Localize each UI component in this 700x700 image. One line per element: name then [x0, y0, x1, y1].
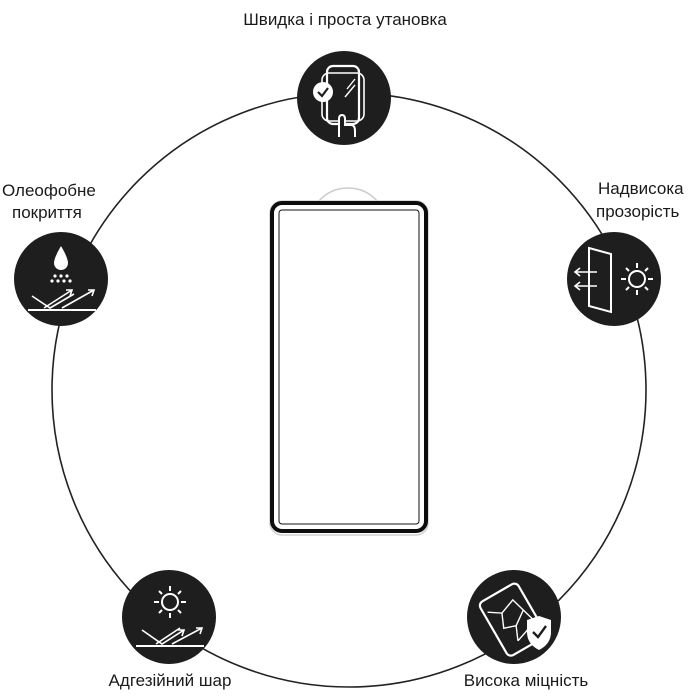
feature-label-transparency-line1: Надвисока — [598, 179, 684, 198]
feature-label-oleophobic-line1: Олеофобне — [2, 181, 96, 200]
adhesive-sun-layer-icon — [122, 570, 216, 664]
water-drop-oleophobic-icon — [14, 232, 108, 326]
feature-label-high-strength: Висока міцність — [463, 671, 589, 690]
shield-strength-icon — [467, 570, 561, 664]
feature-label-adhesive-layer: Адгезійний шар — [108, 671, 232, 690]
protector-tab — [317, 187, 379, 203]
feature-label-transparency-line2: прозорість — [596, 202, 680, 221]
phone-install-touch-icon — [297, 51, 391, 145]
transparency-sun-icon — [567, 232, 661, 326]
feature-label-oleophobic-line2: покриття — [12, 203, 82, 222]
feature-label-quick-install: Швидка і проста утановка — [243, 10, 447, 29]
screen-protector-glass — [269, 200, 429, 536]
